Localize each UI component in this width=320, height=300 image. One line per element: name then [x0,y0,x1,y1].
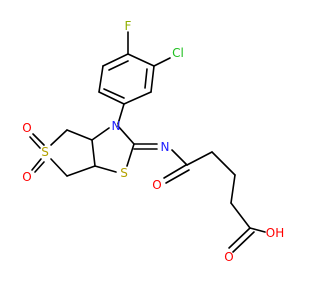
sulfone-sulfur-label: S [41,145,49,159]
atom-layer: F Cl N N S O O S O O OH [22,19,284,264]
bond-ar-1 [127,53,155,67]
bond-s-ch2 [50,158,68,177]
bond-c7a-c3a [91,139,96,167]
bond-layer [29,31,266,253]
fluorine-label: F [125,19,132,33]
bond-c-oh [249,227,266,233]
bond-co-2 [165,169,190,184]
bond-c-c-4 [230,202,251,229]
bond-c-c-1 [186,151,213,166]
bond-c-c-2 [211,151,236,176]
acid-oxygen-label: O [224,250,233,264]
bond-n-c [171,149,188,166]
bond-c3a-n [91,127,110,141]
bond-c-c-3 [230,174,236,204]
bond-cooh-1 [228,227,251,249]
bond-c2-s [126,143,135,167]
bond-s-o-bottom-2 [34,161,45,173]
bond-ar-4 [98,91,125,105]
bond-ar-4-inner [103,88,125,99]
chemical-structure: F Cl N N S O O S O O OH [22,19,284,264]
bond-ch2-s [50,129,68,146]
bond-ar-2-inner [144,68,148,89]
sulfone-oxygen-bottom-label: O [22,170,31,184]
bond-s-o-top-2 [29,136,41,149]
bond-c-cl [153,57,171,67]
bond-ar-2 [150,65,155,93]
bond-s-c7a [94,165,117,173]
bond-ch2-c7a [66,165,96,177]
sulfone-oxygen-top-label: O [22,121,31,135]
bond-ar-3 [123,91,152,105]
bond-s-o-bottom-1 [31,158,42,171]
bond-s-o-top-1 [32,133,45,146]
bond-co-1 [163,164,187,179]
bond-cooh-2 [232,231,255,253]
carbonyl-oxygen-label: O [152,178,161,192]
thiazolidine-sulfur-label: S [120,166,128,180]
imine-nitrogen-label: N [161,140,170,154]
bond-n-c2 [117,125,135,145]
bond-ar-5 [98,65,104,93]
bond-ar-n [117,103,125,125]
bond-ar-6-inner [108,60,129,71]
ring-nitrogen-label: N [112,119,121,133]
chlorine-label: Cl [172,46,184,60]
bond-c3a-ch2 [66,129,93,141]
hydroxyl-label: OH [266,226,284,240]
bond-ar-6 [102,53,129,67]
